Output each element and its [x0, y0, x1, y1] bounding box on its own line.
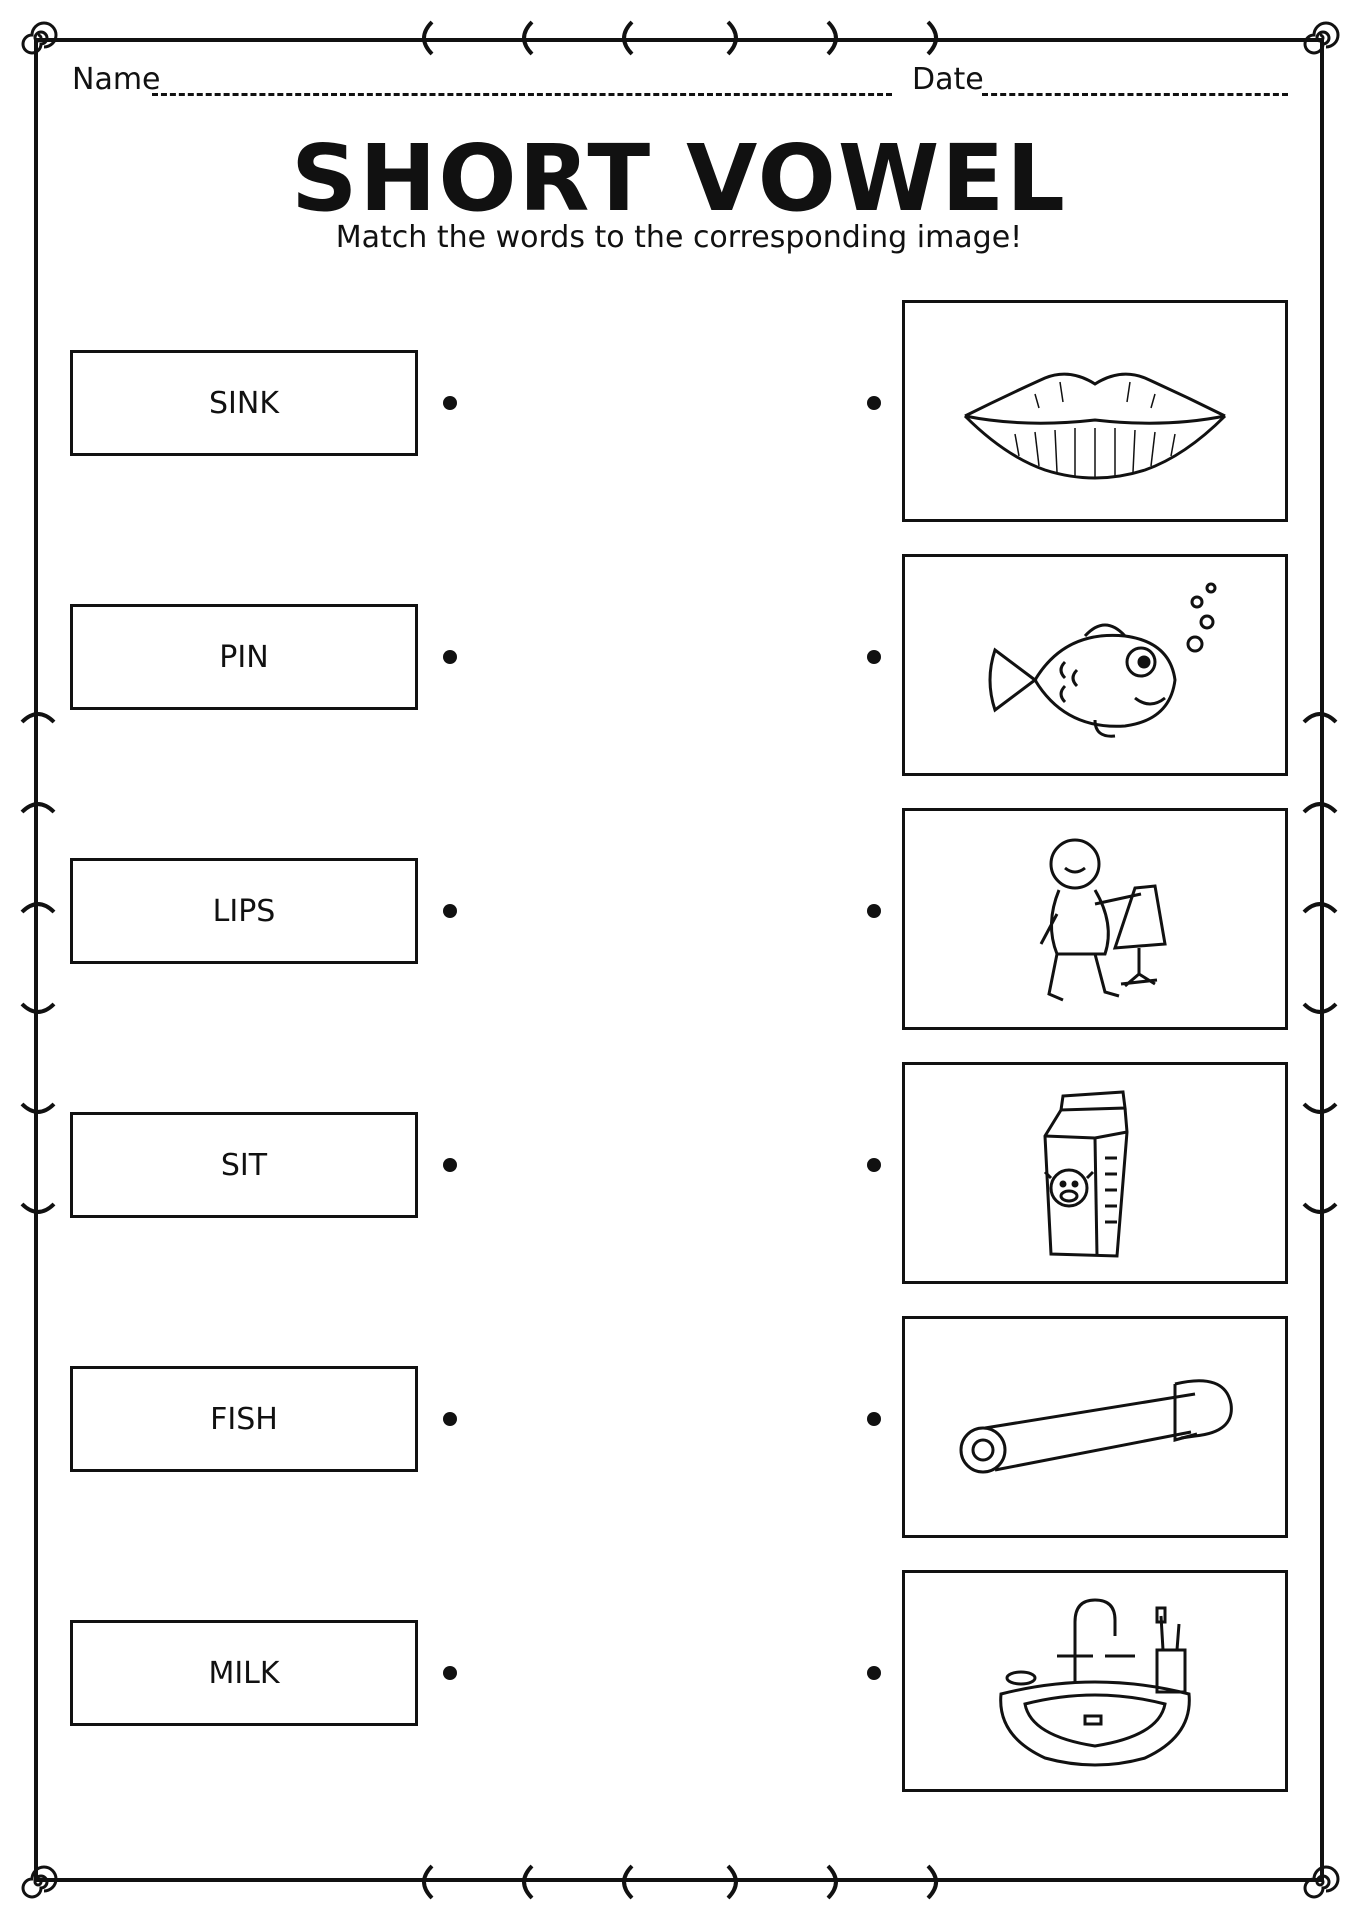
- date-field[interactable]: [982, 93, 1288, 96]
- top-bracket-ornament-icon: [422, 20, 938, 56]
- page-border: [34, 38, 1324, 1882]
- word-box: SINK: [70, 350, 418, 456]
- date-label: Date: [912, 62, 984, 97]
- left-match-dot[interactable]: [443, 1666, 457, 1680]
- right-match-dot[interactable]: [867, 1158, 881, 1172]
- corner-spiral-icon: [21, 1865, 58, 1899]
- name-label: Name: [72, 62, 161, 97]
- picture-box-safety-pin: [902, 1316, 1288, 1538]
- right-match-dot[interactable]: [867, 1412, 881, 1426]
- left-match-dot[interactable]: [443, 396, 457, 410]
- boy-sitting-icon: [1039, 838, 1167, 1002]
- right-match-dot[interactable]: [867, 904, 881, 918]
- milk-carton-icon: [1043, 1090, 1129, 1258]
- picture-box-fish: [902, 554, 1288, 776]
- word-box: FISH: [70, 1366, 418, 1472]
- word-box: PIN: [70, 604, 418, 710]
- picture-box-sink: [902, 1570, 1288, 1792]
- left-match-dot[interactable]: [443, 650, 457, 664]
- fish-icon: [988, 582, 1217, 738]
- left-match-dot[interactable]: [443, 904, 457, 918]
- left-match-dot[interactable]: [443, 1412, 457, 1426]
- picture-box-lips: [902, 300, 1288, 522]
- picture-box-milk-carton: [902, 1062, 1288, 1284]
- corner-spiral-icon: [1303, 1865, 1340, 1899]
- page-title: SHORT VOWEL: [291, 125, 1067, 232]
- lips-icon: [963, 372, 1227, 480]
- picture-box-boy-sitting: [902, 808, 1288, 1030]
- name-field[interactable]: [152, 93, 892, 96]
- instructions: Match the words to the corresponding ima…: [335, 220, 1023, 255]
- corner-spiral-icon: [1303, 21, 1340, 55]
- sink-icon: [999, 1598, 1191, 1767]
- right-side-ornament-icon: [1302, 712, 1338, 1214]
- right-match-dot[interactable]: [867, 396, 881, 410]
- left-side-ornament-icon: [20, 712, 56, 1214]
- word-box: LIPS: [70, 858, 418, 964]
- safety-pin-icon: [959, 1379, 1233, 1474]
- left-match-dot[interactable]: [443, 1158, 457, 1172]
- corner-spiral-icon: [21, 21, 58, 55]
- right-match-dot[interactable]: [867, 1666, 881, 1680]
- bottom-bracket-ornament-icon: [422, 1864, 938, 1900]
- word-box: MILK: [70, 1620, 418, 1726]
- right-match-dot[interactable]: [867, 650, 881, 664]
- word-box: SIT: [70, 1112, 418, 1218]
